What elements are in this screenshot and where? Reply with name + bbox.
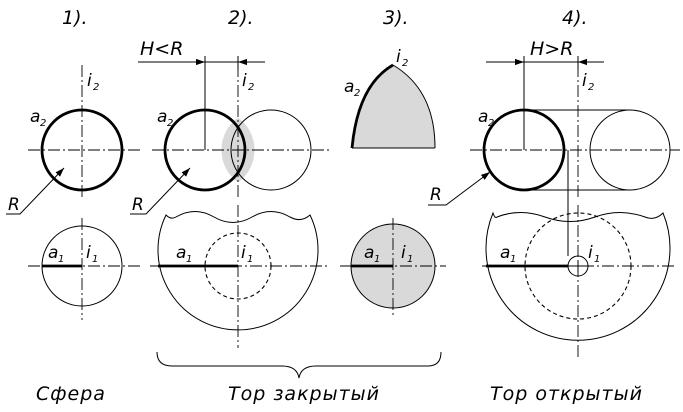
label-i1: i [588,243,593,263]
label-i1-sub: 1 [407,254,413,265]
panel-2-closed-torus: 2). H<R a 2 i 2 R a 1 i 1 [130,7,330,348]
caption-closed-torus: Тор закрытый [228,383,380,405]
dimension-label: H>R [530,38,573,60]
label-a: a [30,107,40,127]
panel-4-open-torus: 4). H>R a 2 i 2 R a 1 i 1 [428,7,680,360]
panel-2-number: 2). [228,7,254,29]
label-radius: R [132,195,144,215]
panel-1-sphere: 1). a 2 i 2 R a 1 i 1 [6,7,140,320]
label-a-sub: 2 [488,118,494,129]
dimension-label: H<R [140,38,183,60]
label-i-sub: 2 [248,82,254,93]
label-a: a [478,107,488,127]
label-i-sub: 2 [588,82,594,93]
label-a1: a [48,243,58,263]
label-i-sub: 2 [402,58,408,69]
inner-hidden-circle [524,212,632,320]
radius-leader [6,167,65,215]
caption-sphere: Сфера [36,383,106,405]
label-a: a [344,77,354,97]
meridian-circle-right [230,109,312,191]
label-i: i [582,71,587,91]
label-radius: R [8,195,20,215]
panel-3-lemon: 3). a 2 i 2 a 1 i 1 [340,7,446,318]
caption-open-torus: Тор открытый [490,383,643,405]
label-a1: a [500,243,510,263]
panel-3-number: 3). [383,7,409,29]
label-i1: i [86,243,91,263]
sphere-meridian-circle [40,108,124,192]
label-a1-sub: 1 [510,254,516,265]
label-a1-sub: 1 [58,254,64,265]
inner-hidden-circle [204,232,272,300]
label-i1: i [241,243,246,263]
label-i1-sub: 1 [92,254,98,265]
label-a1: a [364,243,374,263]
label-i1: i [401,243,406,263]
label-a-sub: 2 [354,88,360,99]
label-radius: R [430,185,442,205]
label-a-sub: 2 [167,118,173,129]
panel-4-number: 4). [562,7,588,29]
label-i: i [242,71,247,91]
label-a1: a [176,243,186,263]
torus-plan-outline [157,211,319,331]
panel-1-number: 1). [62,7,88,29]
label-i1-sub: 1 [247,254,253,265]
radius-leader [428,171,491,206]
brace-panels-2-3 [156,351,442,379]
label-i-sub: 2 [93,82,99,93]
label-i: i [396,47,401,67]
meridian-circle-left [163,108,247,192]
label-a1-sub: 1 [374,254,380,265]
label-i: i [87,71,92,91]
label-a-sub: 2 [40,118,46,129]
meridian-arc [350,63,394,149]
shaded-lemon-profile [352,65,435,148]
label-a1-sub: 1 [186,254,192,265]
radius-leader [130,167,191,215]
label-i1-sub: 1 [594,254,600,265]
label-a: a [157,107,167,127]
profile-outline [352,64,436,149]
